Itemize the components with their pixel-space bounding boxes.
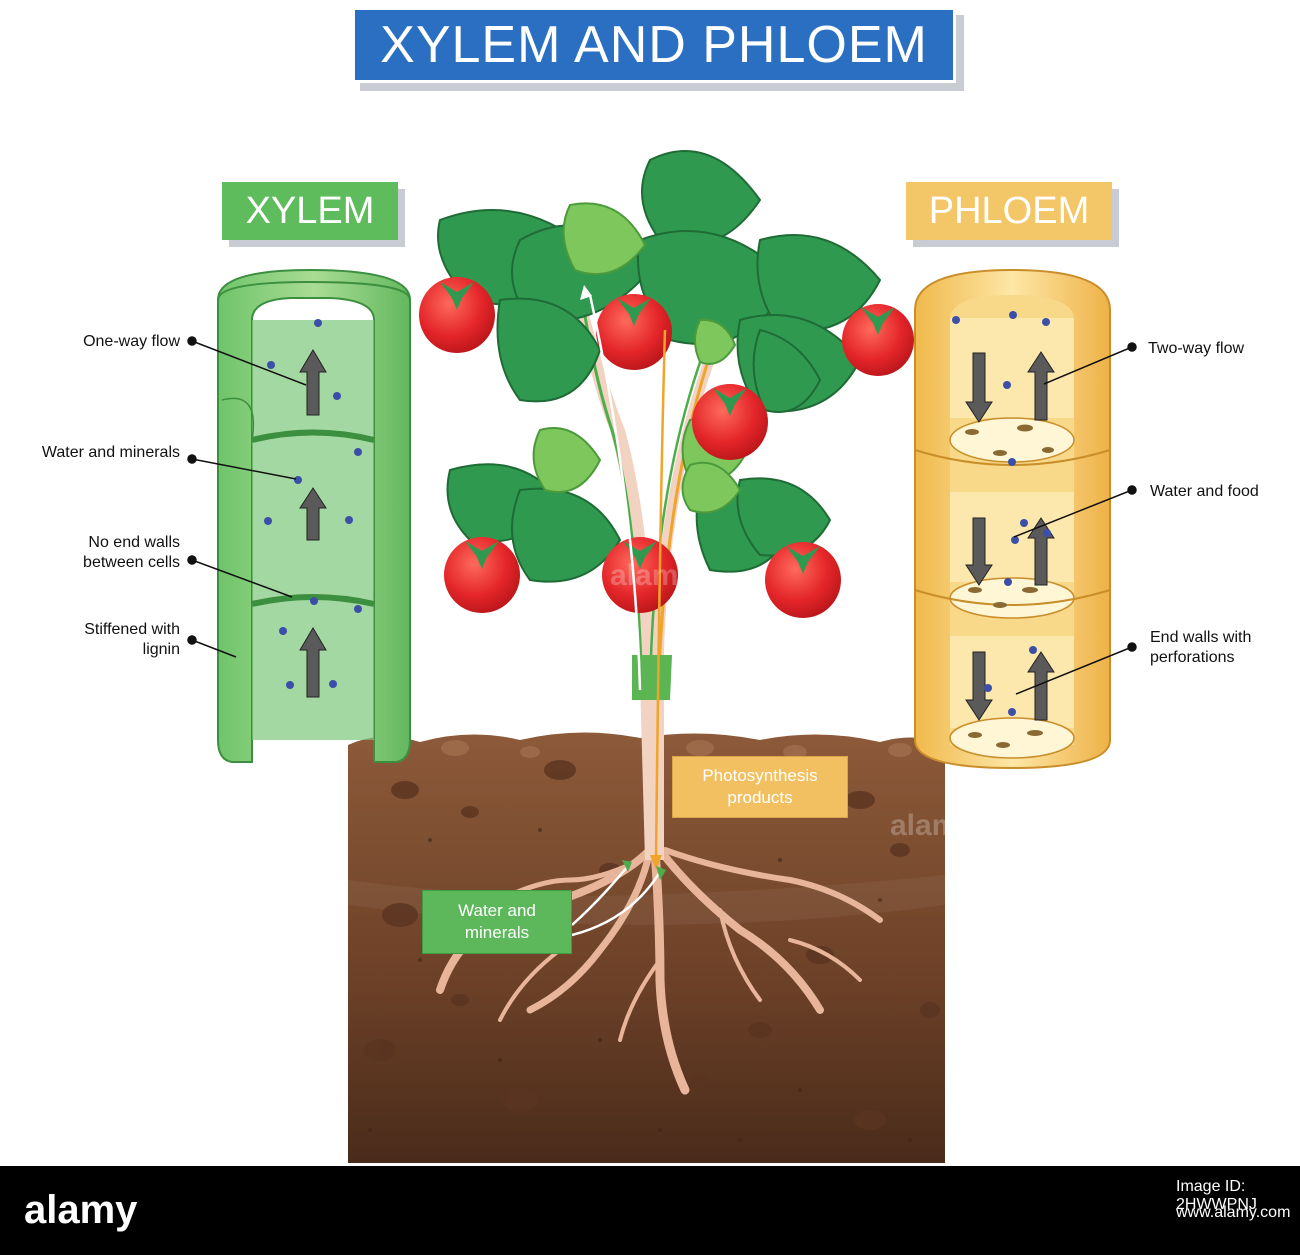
- page-title: XYLEM AND PHLOEM: [380, 16, 928, 74]
- tomatoes: [419, 277, 914, 618]
- svg-text:alamy: alamy: [890, 809, 975, 842]
- box-line: minerals: [464, 923, 530, 942]
- label-text: One-way flow: [83, 333, 180, 350]
- xylem-vessel: [217, 268, 411, 763]
- label-line: lignin: [142, 641, 180, 658]
- leader-lines: [187, 336, 1137, 695]
- label-line: between cells: [83, 554, 180, 571]
- label-text: Water and food: [1150, 483, 1259, 500]
- title-banner: XYLEM AND PHLOEM: [352, 7, 956, 83]
- label-no-end-walls: No end walls between cells: [20, 533, 180, 573]
- tomato: [842, 304, 914, 376]
- photosynthesis-products-box: Photosynthesis products: [672, 756, 848, 818]
- label-text: Water and minerals: [41, 444, 180, 461]
- label-line: perforations: [1150, 649, 1235, 666]
- svg-text:alamy: alamy: [610, 559, 695, 592]
- phloem-heading-box: PHLOEM: [906, 182, 1112, 240]
- label-two-way-flow: Two-way flow: [1148, 339, 1298, 359]
- tomato: [444, 537, 520, 613]
- xylem-heading-box: XYLEM: [222, 182, 398, 240]
- footer-bar: [0, 1166, 1300, 1255]
- label-stiffened-with-lignin: Stiffened with lignin: [20, 620, 180, 660]
- plant-leaves: [437, 150, 882, 583]
- phloem-vessel: [914, 268, 1111, 770]
- label-line: No end walls: [88, 534, 180, 551]
- footer-image-id: Image ID: 2HWWPNJ: [1176, 1178, 1257, 1213]
- tomato: [596, 294, 672, 370]
- box-line: products: [727, 788, 793, 807]
- tomato: [692, 384, 768, 460]
- box-line: Water and: [458, 901, 536, 920]
- plant-flow-arrows: [571, 285, 667, 937]
- tomato: [765, 542, 841, 618]
- label-water-and-minerals: Water and minerals: [0, 443, 180, 463]
- label-end-walls-with-perforations: End walls with perforations: [1150, 628, 1300, 668]
- label-line: End walls with: [1150, 629, 1252, 646]
- xylem-heading: XYLEM: [245, 189, 375, 232]
- water-and-minerals-box: Water and minerals: [422, 890, 572, 954]
- label-water-and-food: Water and food: [1150, 482, 1300, 502]
- label-text: Two-way flow: [1148, 340, 1245, 357]
- box-line: Photosynthesis: [702, 766, 818, 785]
- footer-site-url: www.alamy.com: [1176, 1204, 1291, 1221]
- footer-brand-logo: alamy: [24, 1188, 138, 1232]
- phloem-heading: PHLOEM: [928, 189, 1090, 232]
- tomato: [419, 277, 495, 353]
- watermark: alamy alamy: [610, 559, 975, 842]
- label-line: Stiffened with: [84, 621, 180, 638]
- label-one-way-flow: One-way flow: [20, 332, 180, 352]
